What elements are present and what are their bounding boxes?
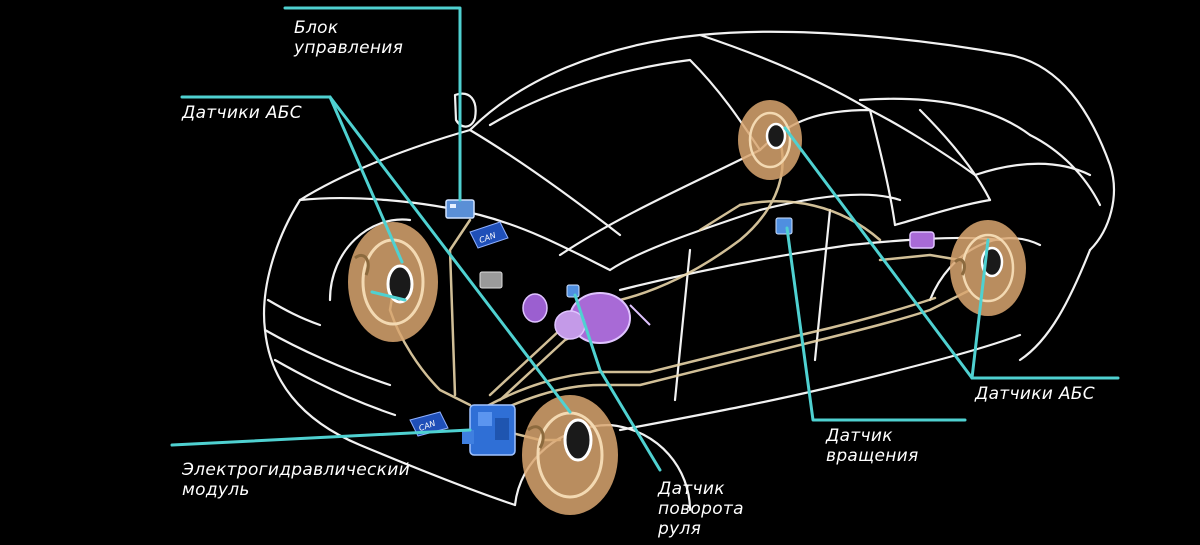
label-abs-sensors-left: Датчики АБС: [182, 103, 302, 123]
label-rotation-sensor: Датчик вращения: [826, 426, 919, 466]
can-tag-upper: CAN: [469, 221, 509, 249]
front-left-brake-disc: [348, 222, 438, 342]
label-hydraulic-module: Электрогидравлический модуль: [182, 460, 410, 500]
steering-angle-sensor-part: [566, 284, 580, 298]
label-control-unit: Блок управления: [294, 18, 404, 58]
label-steering-sensor: Датчик поворота руля: [658, 479, 744, 539]
front-right-brake-disc: [522, 395, 618, 515]
control-unit: [445, 199, 475, 219]
hydraulic-module: [462, 404, 516, 456]
small-sensor-box: [479, 271, 503, 289]
rear-left-brake-disc: [738, 100, 802, 180]
can-tag-lower: CAN: [409, 411, 449, 437]
rear-right-brake-disc: [950, 220, 1026, 316]
brake-booster: [522, 292, 651, 344]
yaw-rate-sensor-part: [775, 217, 793, 235]
car-body-outline: [263, 30, 1115, 512]
rear-purple-unit: [909, 231, 935, 249]
label-abs-sensors-right: Датчики АБС: [975, 384, 1095, 404]
leader-lines: [170, 6, 1120, 472]
